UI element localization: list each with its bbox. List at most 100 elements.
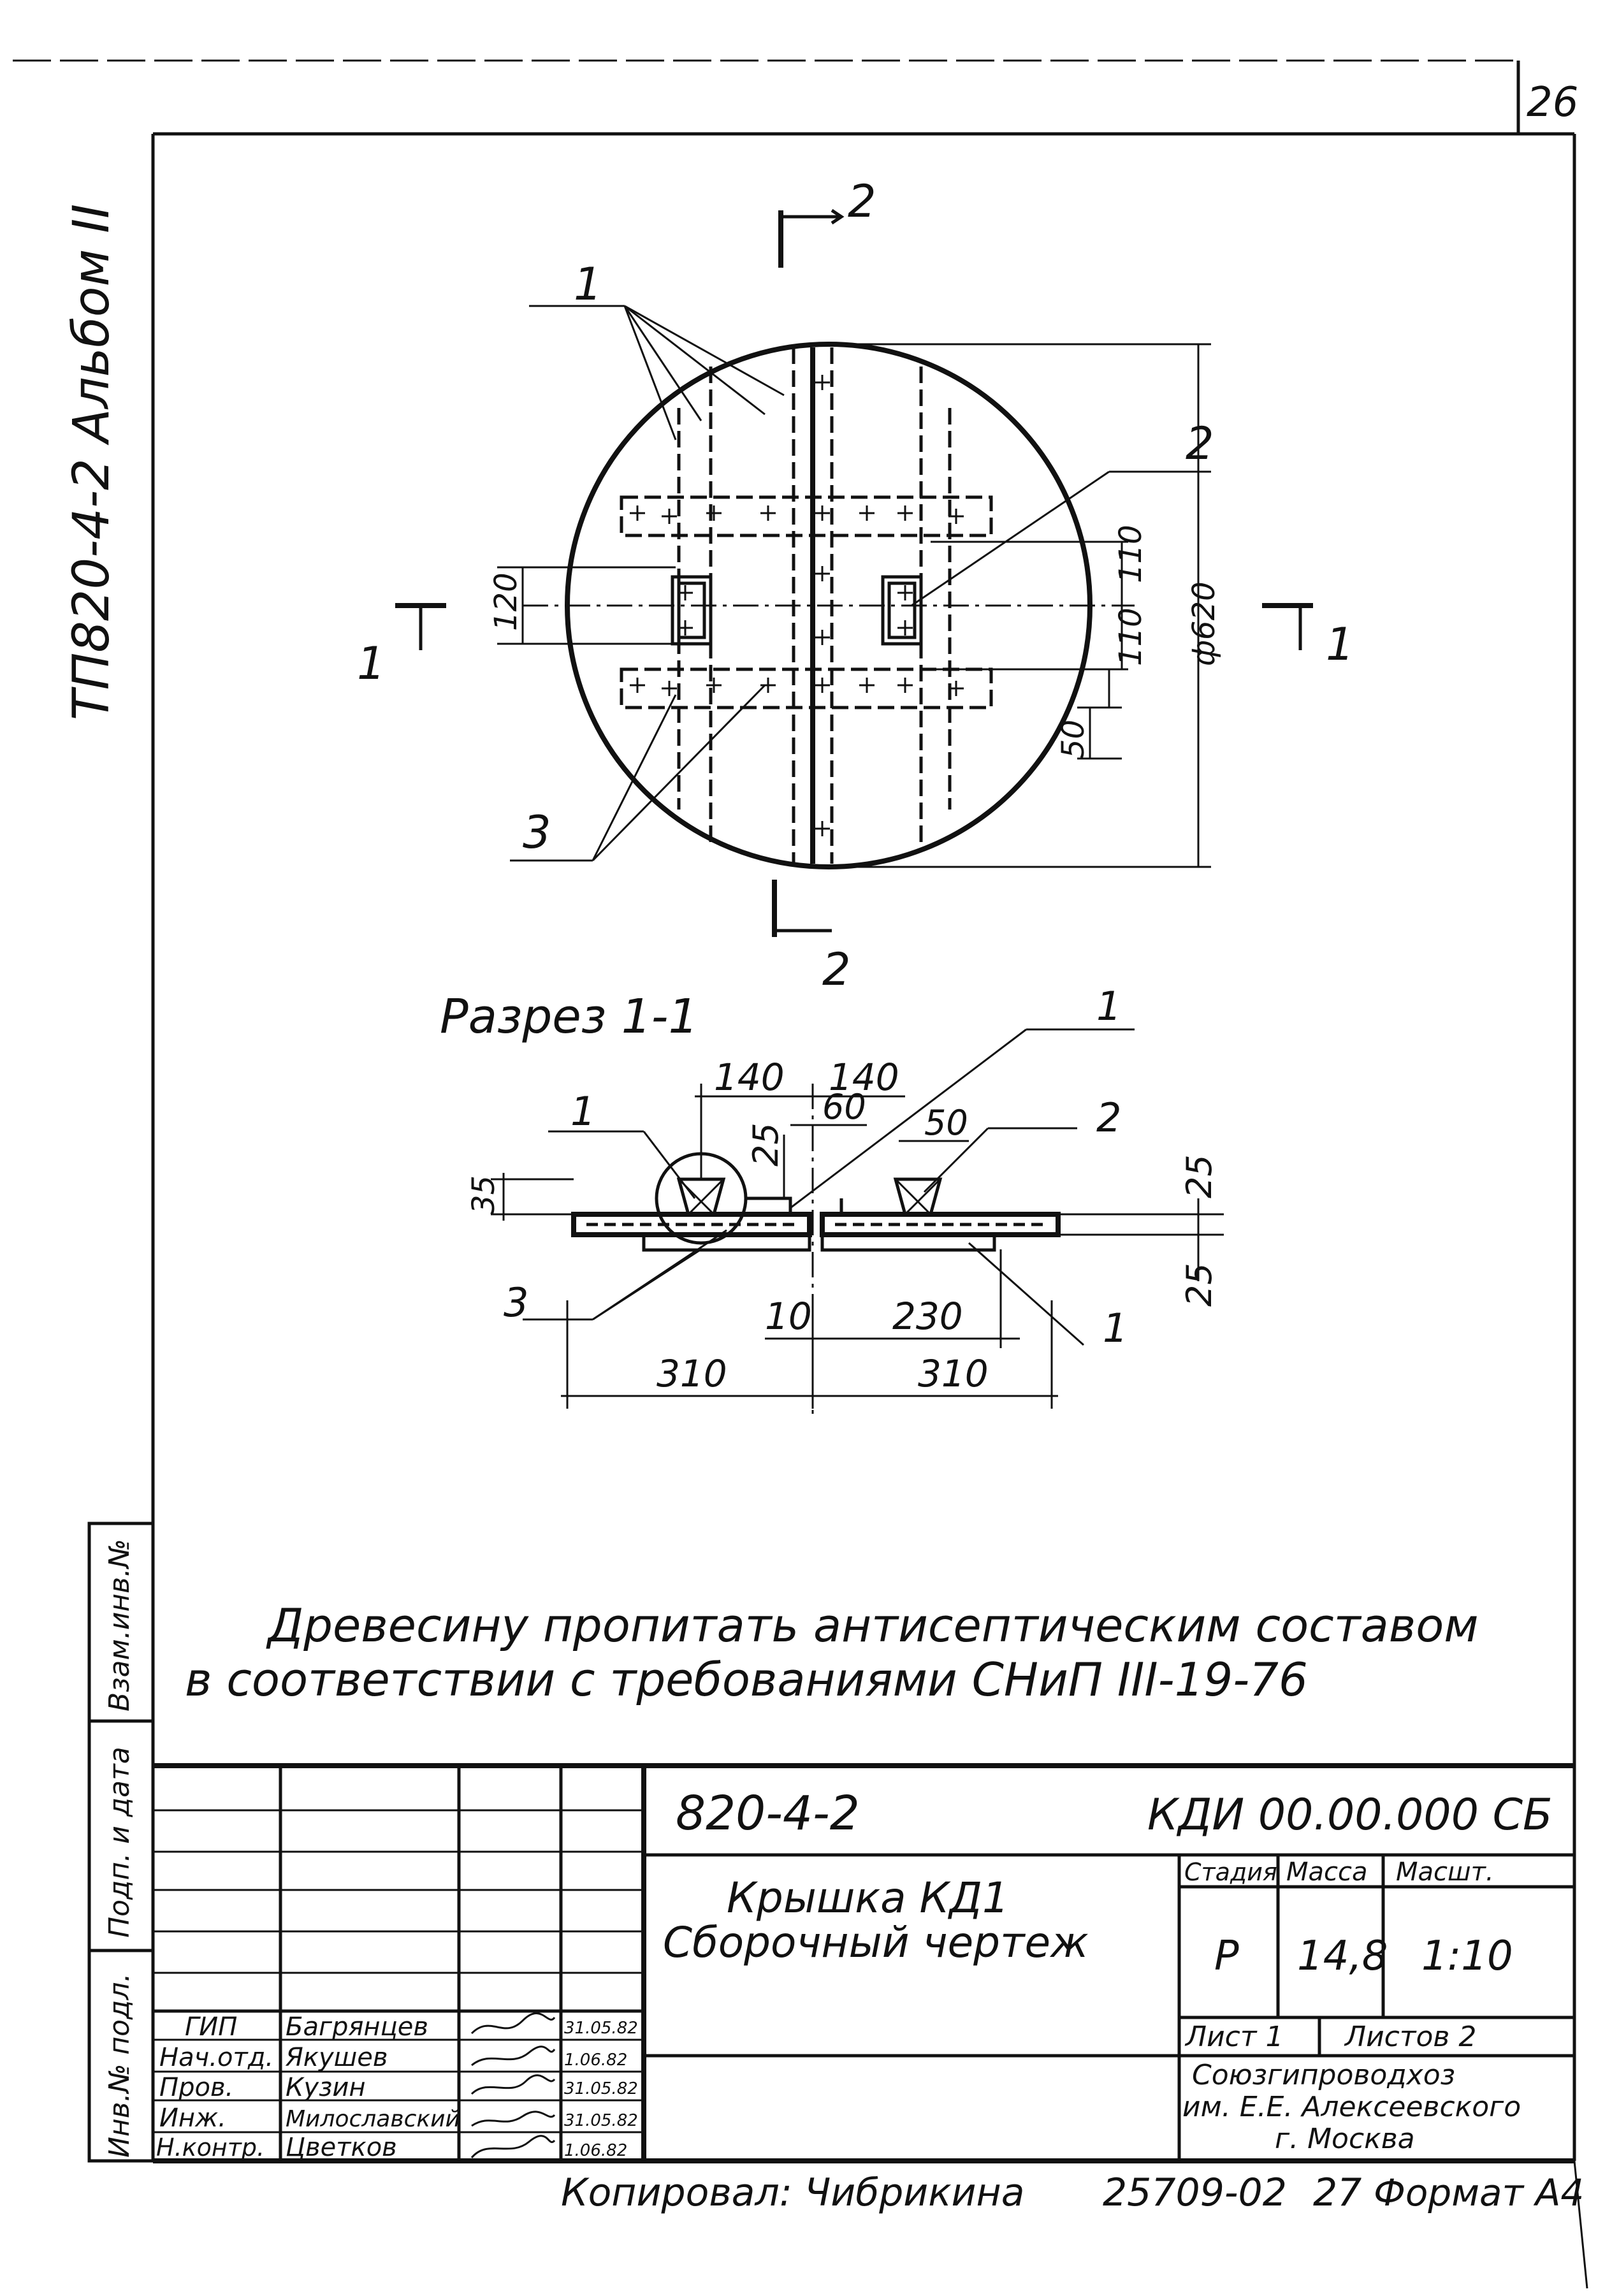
- dim-35: 35: [466, 1175, 502, 1214]
- tb-title-line1: Крышка КД1: [727, 1873, 1009, 1922]
- nail-marks: [630, 375, 964, 836]
- section-callout-1c: 1: [1103, 1305, 1128, 1351]
- plan-callout-3: 3: [523, 806, 551, 859]
- signature-row: Н.контр. Цветков 1.06.82: [156, 2133, 627, 2162]
- footer-format: Формат А4: [1374, 2171, 1584, 2214]
- dim-25-left: 25: [746, 1123, 786, 1166]
- sig-date: 31.05.82: [564, 2079, 638, 2098]
- section-callout-leaders: [523, 1028, 1135, 1346]
- note-line-1: Древесину пропитать антисептическим сост…: [266, 1599, 1479, 1652]
- section-view: [571, 1084, 1061, 1415]
- nail-mark: [897, 585, 913, 600]
- footer-order: 25709-02: [1103, 2170, 1287, 2215]
- signature-row: ГИП Багрянцев 31.05.82: [185, 2012, 638, 2042]
- signature-mark: [471, 2111, 556, 2127]
- side-stamp: [87, 1522, 155, 2163]
- signature-mark: [470, 2074, 556, 2095]
- tb-series: 820-4-2: [676, 1786, 860, 1841]
- nail-mark: [859, 505, 875, 521]
- nail-mark: [760, 505, 776, 521]
- tb-header-mass: Масса: [1286, 1857, 1368, 1887]
- signature-mark: [470, 2135, 556, 2158]
- dim-25-right-bottom: 25: [1179, 1263, 1219, 1307]
- sig-name: Якушев: [285, 2043, 388, 2072]
- section-title: Разрез 1-1: [440, 989, 699, 1044]
- dim-140-right: 140: [829, 1056, 899, 1099]
- nail-mark: [897, 505, 913, 521]
- nail-mark: [815, 630, 830, 645]
- section-callout-2: 2: [1096, 1094, 1121, 1141]
- tb-org-line3: г. Москва: [1275, 2123, 1415, 2155]
- signature-row: Нач.отд. Якушев 1.06.82: [159, 2043, 627, 2072]
- dim-140-left: 140: [714, 1056, 785, 1099]
- nail-mark: [815, 505, 830, 521]
- dim-120: 120: [488, 572, 524, 631]
- sig-role: Инж.: [159, 2103, 226, 2133]
- signature-row: Пров. Кузин 31.05.82: [159, 2073, 638, 2102]
- sig-date: 31.05.82: [564, 2111, 638, 2130]
- plan-dimensions: [497, 343, 1211, 868]
- sig-name: Цветков: [286, 2133, 397, 2162]
- nail-mark: [815, 375, 830, 390]
- nail-mark: [706, 678, 722, 693]
- sig-date: 1.06.82: [564, 2051, 627, 2070]
- tb-title-line2: Сборочный чертеж: [663, 1918, 1089, 1967]
- nail-mark: [897, 678, 913, 693]
- signature-mark: [470, 2012, 556, 2035]
- section-mark-1-right: 1: [1326, 618, 1354, 671]
- section-dimensions: [491, 1084, 1224, 1409]
- side-stamp-inv-orig: Инв.№ подл.: [103, 1973, 136, 2158]
- signature-row: Инж. Милославский 31.05.82: [159, 2103, 638, 2133]
- nail-mark: [662, 681, 677, 696]
- nail-mark: [630, 505, 645, 521]
- tb-stage: Р: [1214, 1933, 1239, 1980]
- side-stamp-sign-date: Подп. и дата: [103, 1747, 136, 1938]
- dim-230: 230: [892, 1295, 963, 1338]
- side-stamp-replace-inv: Взам.инв.№: [103, 1539, 136, 1711]
- sig-date: 31.05.82: [564, 2019, 638, 2038]
- nail-mark: [948, 681, 964, 696]
- sig-name: Багрянцев: [286, 2012, 428, 2042]
- tb-doc-code: КДИ 00.00.000 СБ: [1147, 1790, 1553, 1840]
- footer-copied: Копировал: Чибрикина: [561, 2170, 1025, 2215]
- plan-view: [523, 342, 1135, 869]
- dim-110-upper: 110: [1113, 525, 1149, 583]
- nail-mark: [815, 566, 830, 581]
- plan-callout-leaders: [510, 305, 1211, 862]
- tb-scale: 1:10: [1421, 1933, 1513, 1980]
- sig-name: Милославский: [286, 2106, 460, 2132]
- tb-mass: 14,8: [1297, 1933, 1388, 1980]
- tb-sheets: Листов 2: [1344, 2021, 1476, 2053]
- section-callout-1b: 1: [1096, 983, 1121, 1029]
- sig-role: ГИП: [185, 2012, 237, 2042]
- plan-callout-1: 1: [574, 258, 602, 310]
- dim-50: 50: [1056, 720, 1091, 759]
- title-block: [153, 1763, 1574, 2163]
- section-callout-1a: 1: [570, 1088, 595, 1135]
- section-marks: [395, 208, 1313, 937]
- dim-25-right-top: 25: [1179, 1154, 1219, 1198]
- nail-mark: [897, 620, 913, 636]
- nail-mark: [815, 678, 830, 693]
- nail-mark: [662, 509, 677, 524]
- album-title: ТП820-4-2 Альбом II: [63, 204, 120, 720]
- tb-header-scale: Масшт.: [1396, 1857, 1494, 1887]
- sig-role: Н.контр.: [156, 2133, 265, 2162]
- section-callout-3: 3: [504, 1279, 528, 1326]
- dim-310-right: 310: [918, 1352, 989, 1395]
- note-line-2: в соответствии с требованиями СНиП III-1…: [185, 1653, 1308, 1706]
- nail-mark: [706, 505, 722, 521]
- tb-org-line1: Союзгипроводхоз: [1192, 2059, 1455, 2091]
- section-mark-1-left: 1: [357, 637, 386, 690]
- dim-110-lower: 110: [1113, 607, 1149, 666]
- nail-mark: [630, 678, 645, 693]
- dim-phi-620: ф620: [1186, 581, 1222, 666]
- signature-mark: [471, 2045, 556, 2067]
- sig-date: 1.06.82: [564, 2141, 627, 2160]
- dim-50-section: 50: [924, 1103, 968, 1143]
- plan-callout-2: 2: [1186, 418, 1214, 470]
- nail-mark: [760, 678, 776, 693]
- dim-60: 60: [822, 1087, 866, 1127]
- sig-name: Кузин: [286, 2073, 366, 2102]
